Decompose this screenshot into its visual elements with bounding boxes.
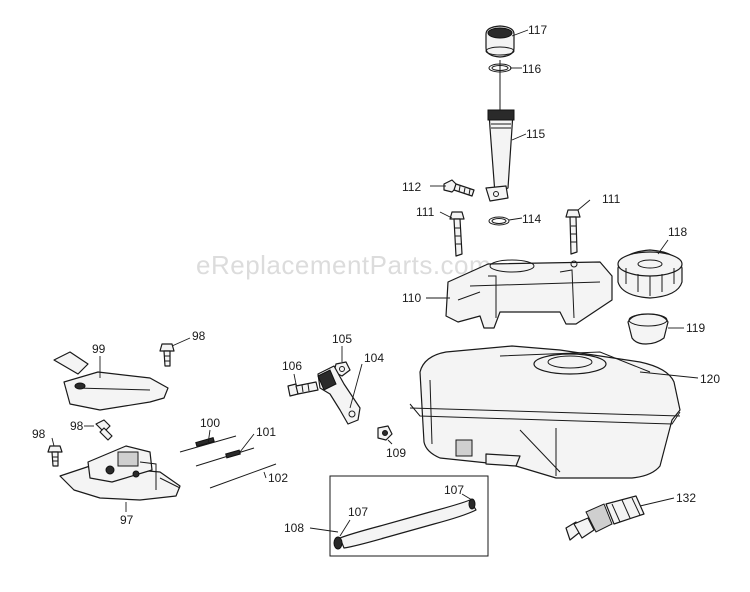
callout-107-right: 107 <box>444 483 464 497</box>
part-98-screw-top <box>159 343 175 367</box>
part-118-fuel-cap <box>617 249 683 299</box>
callout-100: 100 <box>200 416 220 430</box>
callout-119: 119 <box>686 321 705 335</box>
callout-99: 99 <box>92 342 106 356</box>
callout-115: 115 <box>526 127 545 141</box>
callout-112: 112 <box>402 180 421 194</box>
callout-132: 132 <box>676 491 696 505</box>
callout-111-right: 111 <box>602 192 621 206</box>
callout-97: 97 <box>120 513 134 527</box>
part-115-fill-tube <box>485 109 515 202</box>
callout-105: 105 <box>332 332 352 346</box>
callout-107-left: 107 <box>348 505 368 519</box>
callout-108: 108 <box>284 521 304 535</box>
part-102-cable <box>209 463 277 489</box>
part-108-fuel-line-kit <box>329 475 489 557</box>
part-98-screw-left <box>47 445 63 467</box>
part-104-choke-bracket <box>317 365 361 425</box>
part-99-control-cover <box>53 351 169 411</box>
callout-116: 116 <box>522 62 541 76</box>
part-101-cable <box>195 447 255 467</box>
part-112-bolt <box>443 179 475 197</box>
part-111-bolt-right <box>565 209 581 255</box>
callout-117: 117 <box>528 23 547 37</box>
callout-111-left: 111 <box>416 205 435 219</box>
watermark-text: eReplacementParts.com <box>196 250 491 280</box>
part-106-bolt <box>287 381 319 397</box>
part-114-o-ring <box>488 216 510 226</box>
part-110-fuel-tank-bracket <box>445 259 613 329</box>
callout-98-top: 98 <box>192 329 206 343</box>
part-109-nut <box>377 425 393 441</box>
callout-98-middle: 98 <box>70 419 84 433</box>
part-111-bolt-left <box>449 211 465 257</box>
callout-114: 114 <box>522 212 541 226</box>
callout-98-left: 98 <box>32 427 46 441</box>
part-119-fuel-strainer <box>627 313 669 345</box>
part-117-dipstick-cap <box>485 25 515 58</box>
callout-104: 104 <box>364 351 384 365</box>
part-132-fuel-shutoff-valve <box>565 495 645 541</box>
callout-106: 106 <box>282 359 302 373</box>
callout-120: 120 <box>700 372 720 386</box>
callout-101: 101 <box>256 425 276 439</box>
callout-110: 110 <box>402 291 421 305</box>
callout-118: 118 <box>668 225 687 239</box>
callout-102: 102 <box>268 471 288 485</box>
leader-lines <box>51 29 699 537</box>
part-120-fuel-tank <box>409 345 681 479</box>
part-98-screw-middle <box>95 419 113 441</box>
callout-109: 109 <box>386 446 406 460</box>
part-97-control-bracket-assembly <box>59 445 181 501</box>
